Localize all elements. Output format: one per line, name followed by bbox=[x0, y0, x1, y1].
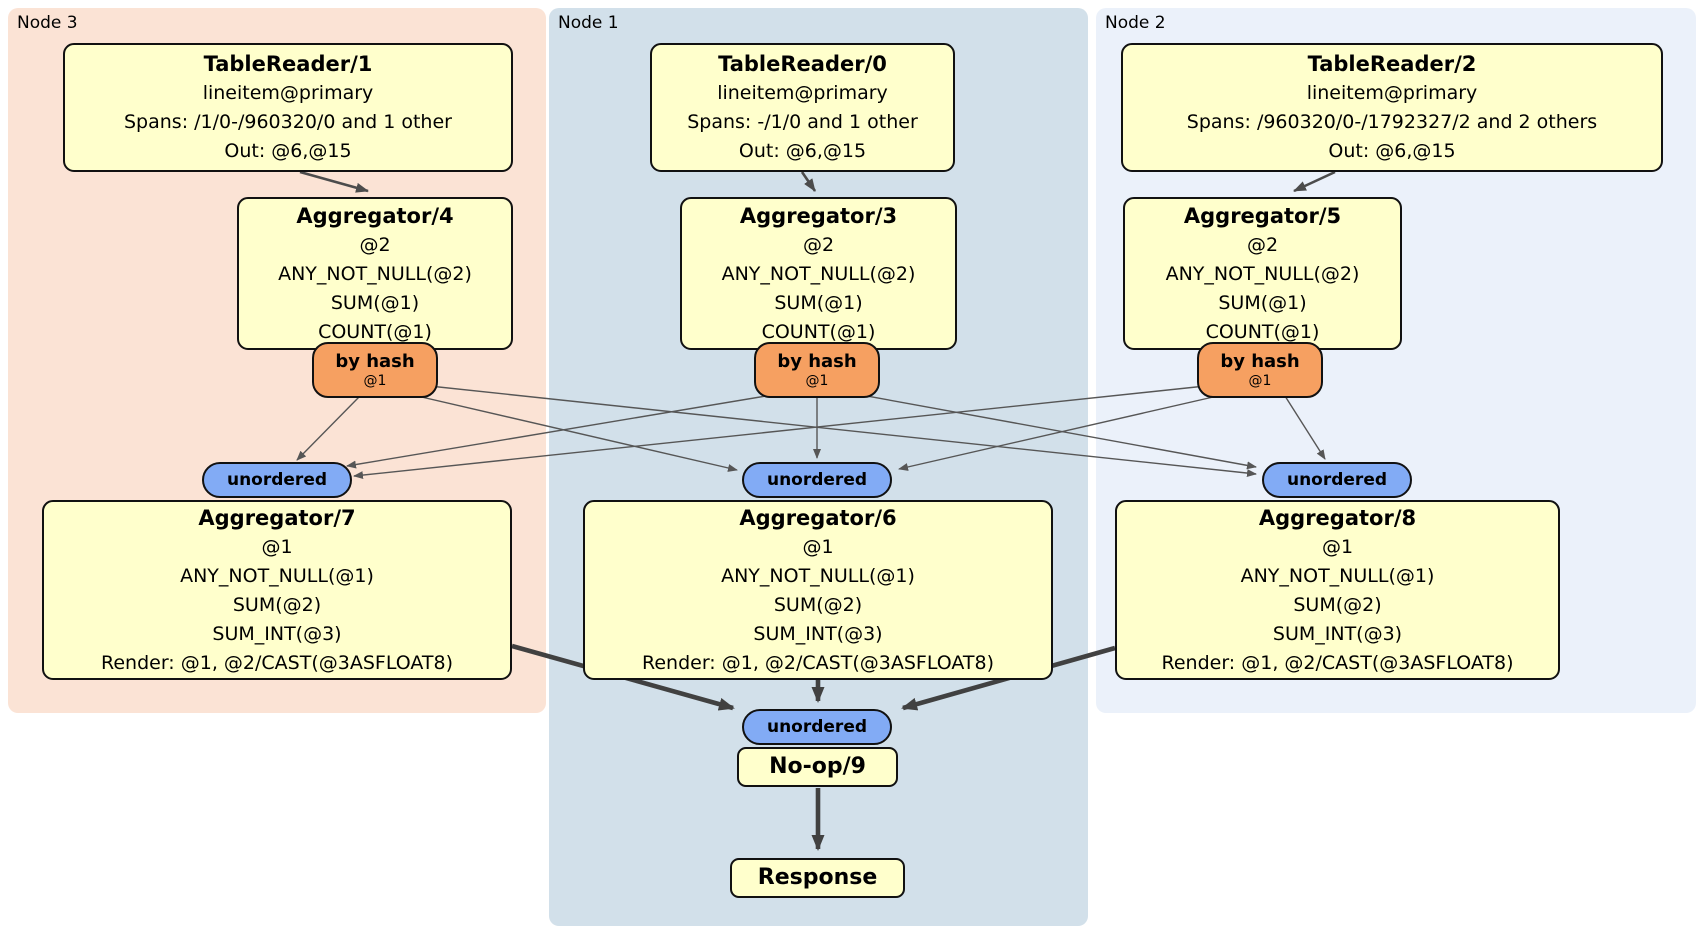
node-aggfn: ANY_NOT_NULL(@1) bbox=[180, 564, 374, 587]
edge-byhash-right-sync-mid bbox=[898, 391, 1236, 471]
node-aggfn: SUM(@1) bbox=[1218, 291, 1307, 314]
node-out: Out: @6,@15 bbox=[738, 140, 867, 162]
node-groupcols: @1 bbox=[802, 535, 834, 558]
node-aggfn: ANY_NOT_NULL(@2) bbox=[1165, 262, 1360, 285]
region-node-3-label: Node 3 bbox=[17, 13, 78, 33]
router-hash-columns: @1 bbox=[805, 373, 829, 389]
node-title: Aggregator/8 bbox=[1258, 505, 1417, 530]
router-by-hash-middle: by hash @1 bbox=[754, 342, 880, 398]
router-hash-columns: @1 bbox=[1248, 373, 1272, 389]
node-index: lineitem@primary bbox=[1306, 82, 1478, 104]
router-label: by hash bbox=[777, 351, 857, 372]
node-aggregator-6: Aggregator/6 @1 ANY_NOT_NULL(@1) SUM(@2)… bbox=[583, 500, 1053, 680]
node-out: Out: @6,@15 bbox=[224, 140, 352, 162]
node-aggfn: COUNT(@1) bbox=[761, 320, 876, 343]
sync-unordered-bottom: unordered bbox=[742, 709, 892, 745]
node-aggfn: SUM(@2) bbox=[1293, 593, 1382, 616]
node-render: Render: @1, @2/CAST(@3ASFLOAT8) bbox=[1161, 651, 1514, 674]
node-index: lineitem@primary bbox=[202, 82, 374, 104]
node-aggfn: SUM(@2) bbox=[232, 593, 322, 616]
node-aggregator-5: Aggregator/5 @2 ANY_NOT_NULL(@2) SUM(@1)… bbox=[1123, 197, 1402, 350]
node-out: Out: @6,@15 bbox=[1328, 140, 1456, 162]
node-tablereader-1: TableReader/1 lineitem@primary Spans: /1… bbox=[63, 43, 513, 172]
node-aggregator-3: Aggregator/3 @2 ANY_NOT_NULL(@2) SUM(@1)… bbox=[680, 197, 957, 350]
node-render: Render: @1, @2/CAST(@3ASFLOAT8) bbox=[642, 651, 994, 674]
node-aggregator-7: Aggregator/7 @1 ANY_NOT_NULL(@1) SUM(@2)… bbox=[42, 500, 512, 680]
node-aggfn: ANY_NOT_NULL(@2) bbox=[721, 262, 916, 285]
node-groupcols: @2 bbox=[802, 233, 835, 256]
node-aggregator-8: Aggregator/8 @1 ANY_NOT_NULL(@1) SUM(@2)… bbox=[1115, 500, 1560, 680]
edge-byhash-right-sync-right bbox=[1284, 395, 1326, 460]
node-aggfn: SUM_INT(@3) bbox=[753, 622, 883, 645]
edge-tr0-agg3 bbox=[800, 171, 817, 192]
node-aggfn: ANY_NOT_NULL(@1) bbox=[721, 564, 915, 587]
node-title: TableReader/1 bbox=[203, 52, 373, 76]
router-hash-columns: @1 bbox=[363, 373, 387, 389]
node-title: TableReader/0 bbox=[718, 52, 887, 76]
node-title: Aggregator/3 bbox=[739, 203, 898, 228]
router-by-hash-left: by hash @1 bbox=[312, 342, 438, 398]
node-render: Render: @1, @2/CAST(@3ASFLOAT8) bbox=[101, 651, 453, 674]
node-spans: Spans: -/1/0 and 1 other bbox=[687, 111, 918, 133]
region-node-1-label: Node 1 bbox=[558, 13, 619, 33]
node-aggfn: SUM_INT(@3) bbox=[1272, 622, 1403, 645]
edge-byhash-left-sync-mid bbox=[399, 391, 738, 472]
node-title: Aggregator/5 bbox=[1183, 203, 1342, 228]
node-aggfn: SUM(@1) bbox=[330, 291, 420, 314]
sync-label: unordered bbox=[766, 717, 868, 737]
node-index: lineitem@primary bbox=[717, 82, 888, 104]
sync-unordered-middle: unordered bbox=[742, 462, 892, 498]
node-aggregator-4: Aggregator/4 @2 ANY_NOT_NULL(@2) SUM(@1)… bbox=[237, 197, 513, 350]
node-aggfn: COUNT(@1) bbox=[1205, 320, 1320, 343]
node-groupcols: @1 bbox=[1321, 535, 1354, 558]
node-tablereader-2: TableReader/2 lineitem@primary Spans: /9… bbox=[1121, 43, 1663, 172]
node-title: Aggregator/6 bbox=[739, 505, 897, 530]
edge-byhash-mid-sync-right bbox=[844, 391, 1257, 470]
edge-byhash-left-sync-right bbox=[419, 384, 1257, 478]
edge-tr2-agg5 bbox=[1293, 170, 1336, 193]
region-node-2-label: Node 2 bbox=[1105, 13, 1166, 33]
edge-tr1-agg4 bbox=[299, 170, 369, 193]
sync-label: unordered bbox=[766, 470, 868, 490]
sync-label: unordered bbox=[1286, 470, 1388, 490]
node-groupcols: @1 bbox=[261, 535, 293, 558]
node-tablereader-0: TableReader/0 lineitem@primary Spans: -/… bbox=[650, 43, 955, 172]
node-aggfn: SUM(@1) bbox=[774, 291, 863, 314]
router-label: by hash bbox=[335, 351, 415, 372]
node-noop-9: No-op/9 bbox=[737, 747, 898, 787]
node-groupcols: @2 bbox=[359, 233, 391, 256]
node-title: No-op/9 bbox=[769, 754, 866, 779]
router-by-hash-right: by hash @1 bbox=[1197, 342, 1323, 398]
node-title: Response bbox=[757, 865, 878, 890]
node-groupcols: @2 bbox=[1246, 233, 1279, 256]
router-label: by hash bbox=[1220, 351, 1300, 372]
edge-byhash-left-sync-left bbox=[296, 395, 361, 461]
node-aggfn: SUM(@2) bbox=[773, 593, 863, 616]
node-spans: Spans: /960320/0-/1792327/2 and 2 others bbox=[1186, 111, 1598, 133]
sync-unordered-left: unordered bbox=[202, 462, 352, 498]
node-aggfn: ANY_NOT_NULL(@2) bbox=[278, 262, 472, 285]
node-aggfn: SUM_INT(@3) bbox=[212, 622, 342, 645]
node-title: TableReader/2 bbox=[1307, 52, 1477, 76]
node-response: Response bbox=[730, 858, 905, 898]
sync-label: unordered bbox=[226, 470, 328, 490]
edge-byhash-mid-sync-left bbox=[346, 391, 791, 469]
node-title: Aggregator/7 bbox=[198, 505, 356, 530]
sync-unordered-right: unordered bbox=[1262, 462, 1412, 498]
node-aggfn: COUNT(@1) bbox=[318, 320, 432, 343]
node-aggfn: ANY_NOT_NULL(@1) bbox=[1240, 564, 1435, 587]
node-title: Aggregator/4 bbox=[296, 203, 454, 228]
node-spans: Spans: /1/0-/960320/0 and 1 other bbox=[124, 111, 452, 133]
edge-byhash-right-sync-left bbox=[353, 384, 1216, 480]
